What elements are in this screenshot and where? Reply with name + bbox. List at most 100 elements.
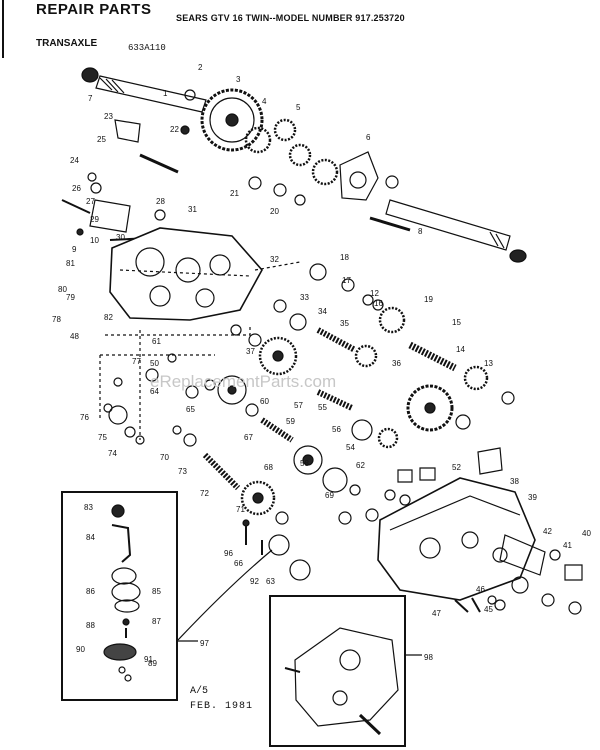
callout-78: 78 [52,315,61,324]
callout-37: 37 [246,347,255,356]
callout-40: 40 [582,529,591,538]
callout-86: 86 [86,587,95,596]
callout-29: 29 [90,215,99,224]
callout-23: 23 [104,112,113,121]
right-transaxle-case [377,477,546,601]
callout-90: 90 [76,645,85,654]
callout-18: 18 [340,253,349,262]
callout-91: 91 [144,655,153,664]
callout-70: 70 [160,453,169,462]
callout-61: 61 [152,337,161,346]
callout-7: 7 [88,94,93,103]
revision-code: A/5 [190,686,209,697]
callout-54: 54 [346,443,355,452]
large-gear-3 [200,88,264,152]
callout-22: 22 [170,125,179,134]
callout-32: 32 [270,255,279,264]
callout-26: 26 [72,184,81,193]
callout-19: 19 [424,295,433,304]
callout-56: 56 [332,425,341,434]
callout-67: 67 [244,433,253,442]
axle-shaft-lower [385,199,511,251]
callout-14: 14 [456,345,465,354]
callout-85: 85 [152,587,161,596]
callout-6: 6 [366,133,371,142]
callout-21: 21 [230,189,239,198]
callout-5: 5 [296,103,301,112]
callout-55: 55 [318,403,327,412]
callout-30: 30 [116,233,125,242]
callout-68: 68 [264,463,273,472]
callout-62: 62 [356,461,365,470]
callout-3: 3 [236,75,241,84]
callout-45: 45 [484,605,493,614]
callout-24: 24 [70,156,79,165]
callout-81: 81 [66,259,75,268]
diagram-code: 633A110 [128,43,166,53]
callout-46: 46 [476,585,485,594]
callout-66: 66 [234,559,243,568]
callout-9: 9 [72,245,77,254]
callout-58: 58 [300,459,309,468]
callout-41: 41 [563,541,572,550]
callout-17: 17 [342,276,351,285]
callout-92: 92 [250,577,259,586]
callout-88: 88 [86,621,95,630]
callout-73: 73 [178,467,187,476]
callout-31: 31 [188,205,197,214]
callout-28: 28 [156,197,165,206]
callout-57: 57 [294,401,303,410]
callout-71: 71 [236,505,245,514]
callout-69: 69 [325,491,334,500]
callout-98: 98 [424,653,433,662]
callout-80: 80 [58,285,67,294]
callout-33: 33 [300,293,309,302]
callout-65: 65 [186,405,195,414]
callout-74: 74 [108,449,117,458]
callout-64: 64 [150,387,159,396]
callout-4: 4 [262,97,267,106]
callout-20: 20 [270,207,279,216]
axle-shaft-upper [95,75,207,113]
callout-82: 82 [104,313,113,322]
callout-38: 38 [510,477,519,486]
callout-39: 39 [528,493,537,502]
callout-47: 47 [432,609,441,618]
callout-48: 48 [70,332,79,341]
callout-75: 75 [98,433,107,442]
callout-76: 76 [80,413,89,422]
section-title: TRANSAXLE [36,38,98,49]
callout-87: 87 [152,617,161,626]
callout-89: 89 [148,659,157,668]
callout-50: 50 [150,359,159,368]
callout-10: 10 [90,236,99,245]
callout-13: 13 [484,359,493,368]
callout-96: 96 [224,549,233,558]
callout-35: 35 [340,319,349,328]
model-number: SEARS GTV 16 TWIN--MODEL NUMBER 917.2537… [176,13,405,23]
revision-date: FEB. 1981 [190,701,254,712]
callout-42: 42 [543,527,552,536]
callout-2: 2 [198,63,203,72]
left-transaxle-case [109,227,263,321]
callout-16: 16 [374,299,383,308]
callout-27: 27 [86,197,95,206]
callout-15: 15 [452,318,461,327]
callout-25: 25 [97,135,106,144]
shifter-inset-box [61,491,178,701]
callout-labels: 1234567891012131415161718192021222324252… [52,63,591,668]
callout-84: 84 [86,533,95,542]
watermark: eReplacementParts.com [150,372,337,391]
callout-36: 36 [392,359,401,368]
callout-52: 52 [452,463,461,472]
callout-59: 59 [286,417,295,426]
callout-60: 60 [260,397,269,406]
callout-97: 97 [200,639,209,648]
case-assembly-inset-box [269,595,406,747]
callout-79: 79 [66,293,75,302]
callout-8: 8 [418,227,423,236]
callout-63: 63 [266,577,275,586]
callout-34: 34 [318,307,327,316]
callout-72: 72 [200,489,209,498]
